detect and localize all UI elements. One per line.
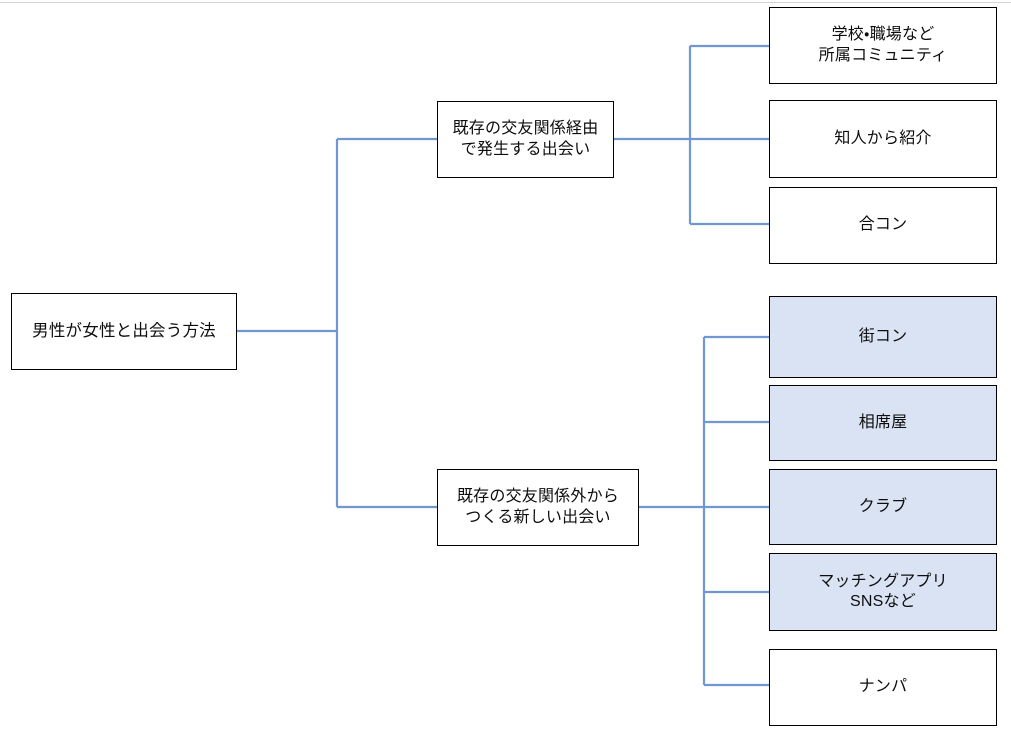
node-leaf-introduction-label: 知人から紹介 — [834, 129, 932, 147]
node-leaf-matching-app-label: マッチングアプリ SNSなど — [818, 572, 948, 610]
node-leaf-nanpa[interactable]: ナンパ — [769, 649, 997, 726]
node-leaf-aisekiya-label: 相席屋 — [858, 413, 908, 431]
node-leaf-matching-app[interactable]: マッチングアプリ SNSなど — [769, 553, 997, 631]
node-leaf-community[interactable]: 学校・職場など 所属コミュニティ — [769, 7, 997, 84]
node-leaf-aisekiya[interactable]: 相席屋 — [769, 385, 997, 461]
node-branch-existing[interactable]: 既存の交友関係経由 で発生する出会い — [437, 101, 614, 178]
node-leaf-introduction[interactable]: 知人から紹介 — [769, 100, 997, 178]
node-leaf-club-label: クラブ — [858, 497, 908, 515]
top-divider — [0, 2, 1011, 3]
node-leaf-goukon[interactable]: 合コン — [769, 187, 997, 264]
node-leaf-nanpa-label: ナンパ — [858, 678, 908, 696]
node-leaf-community-label: 学校・職場など 所属コミュニティ — [818, 26, 948, 64]
node-root[interactable]: 男性が女性と出会う方法 — [11, 293, 237, 370]
node-branch-new-label: 既存の交友関係外から つくる新しい出会い — [456, 488, 619, 526]
node-leaf-machikon-label: 街コン — [858, 327, 908, 345]
node-leaf-club[interactable]: クラブ — [769, 469, 997, 545]
node-branch-existing-label: 既存の交友関係経由 で発生する出会い — [452, 120, 599, 158]
node-branch-new[interactable]: 既存の交友関係外から つくる新しい出会い — [437, 469, 639, 546]
node-leaf-goukon-label: 合コン — [858, 216, 908, 234]
node-root-label: 男性が女性と出会う方法 — [32, 321, 216, 340]
node-leaf-machikon[interactable]: 街コン — [769, 296, 997, 378]
